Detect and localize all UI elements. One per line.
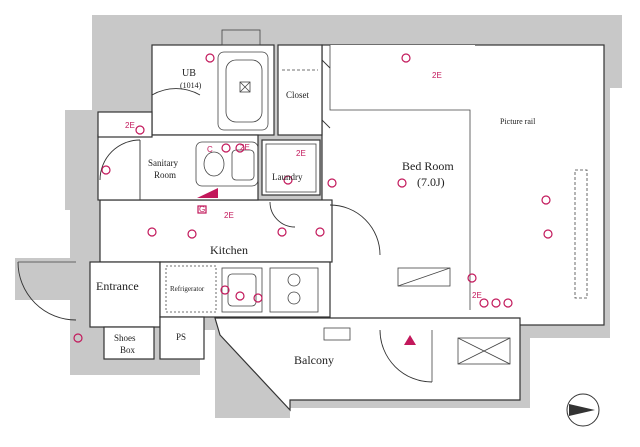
north-arrow-icon [566, 393, 600, 427]
kitchen-fixtures [165, 201, 381, 313]
laundry-fixtures [265, 143, 317, 193]
picture-rail-label: Picture rail [500, 117, 536, 126]
ub-size-label: (1014) [180, 81, 202, 90]
outlet-label-2e-2: 2E [125, 121, 135, 130]
outlet-label-g: G [199, 205, 205, 214]
outlet-label-2e-5: 2E [224, 211, 234, 220]
unit-bath-fixtures [151, 29, 269, 131]
laundry-floor [261, 139, 321, 196]
balcony-floor [214, 317, 521, 412]
kitchen-label: Kitchen [210, 243, 248, 257]
outlet-label-2e-3: 2E [240, 143, 250, 152]
bedroom-label: Bed Room [402, 159, 454, 173]
entrance-label: Entrance [96, 279, 139, 293]
outlet-label-2e-6: 2E [472, 291, 482, 300]
electrical-marks: 2E 2E 2E 2E 2E 2E C G [73, 53, 553, 345]
outlet-label-2e-1: 2E [432, 71, 442, 80]
closet-floor [277, 44, 323, 136]
closet-fixtures [282, 59, 331, 129]
outlet-label-2e-4: 2E [296, 149, 306, 158]
shoes-box [103, 326, 155, 360]
shoes-box-label-line1: Shoes [114, 333, 136, 343]
ub-label: UB [182, 68, 196, 79]
kitchen-counter-area [159, 261, 331, 318]
shoes-box-label-line2: Box [120, 345, 136, 355]
pipe-space [159, 316, 205, 360]
interior-floor [89, 44, 605, 412]
room-labels: UB (1014) Closet Sanitary Room Laundry B… [96, 68, 536, 367]
bedroom-size-label: (7.0J) [417, 175, 445, 189]
bedroom-details [323, 169, 588, 365]
entrance-doors [17, 261, 433, 383]
sanitary-floor [97, 134, 259, 201]
sanitary-label-line1: Sanitary [148, 158, 178, 168]
ps-label: PS [176, 332, 186, 342]
laundry-label: Laundry [272, 172, 303, 182]
outlet-label-c: C [207, 145, 213, 154]
sanitary-fixtures [99, 139, 259, 200]
sanitary-label-line2: Room [154, 170, 176, 180]
balcony-label: Balcony [294, 353, 334, 367]
entrance-floor [89, 261, 161, 328]
closet-label: Closet [286, 90, 310, 100]
refrigerator-label: Refrigerator [170, 285, 205, 293]
